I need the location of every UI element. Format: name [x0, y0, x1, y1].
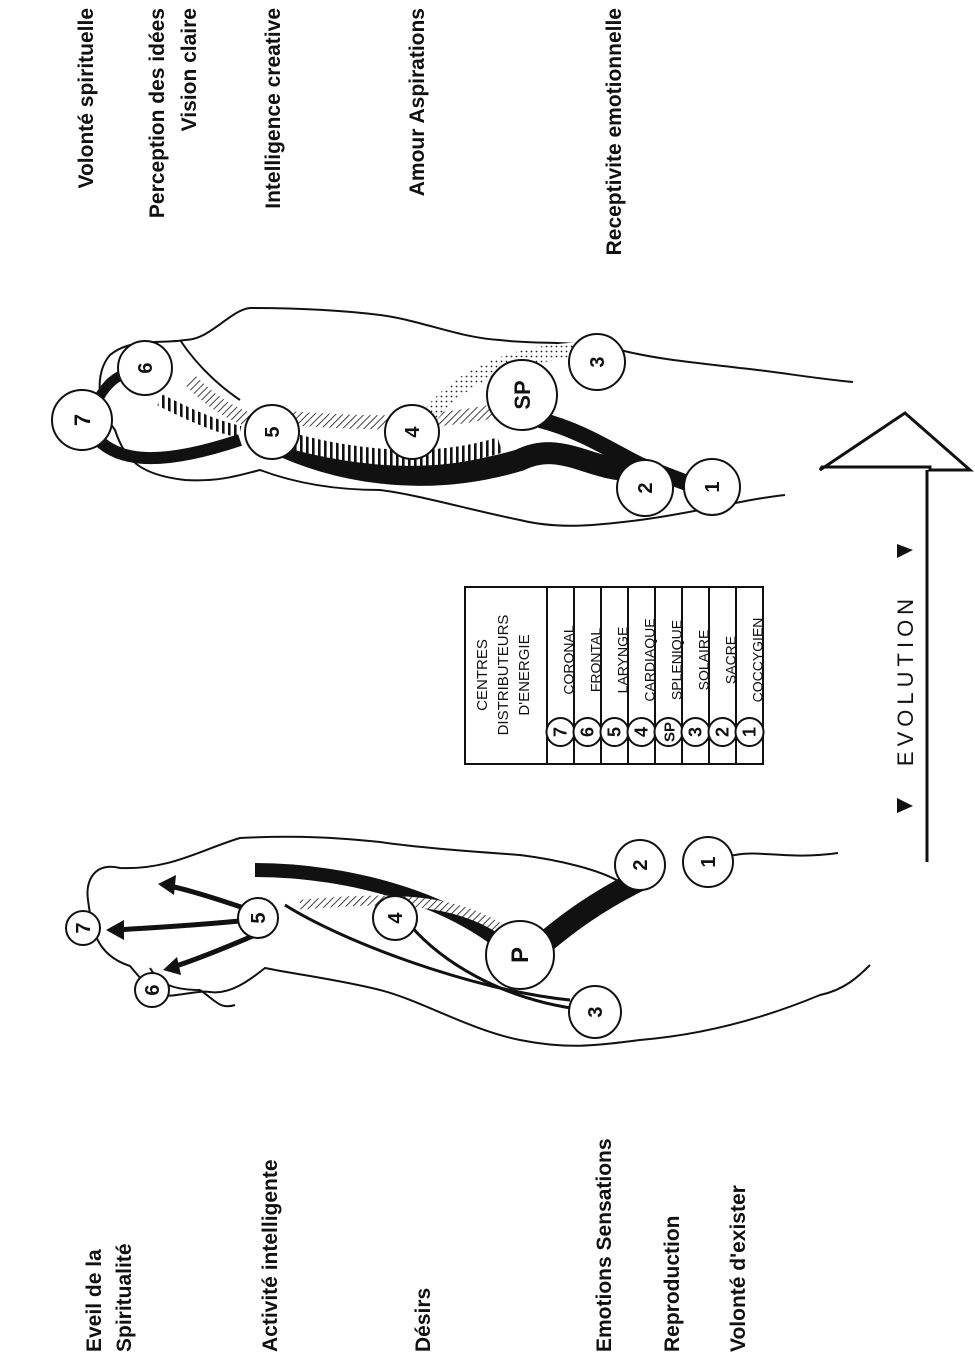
arrowhead-left-down — [163, 957, 181, 975]
chakra-right-4: 4 — [385, 405, 439, 459]
table-header-line2: DISTRIBUTEURS — [495, 615, 512, 736]
arrow-left-down — [170, 935, 255, 968]
table-badge-label: 2 — [713, 727, 733, 737]
chakra-right-1: 1 — [684, 459, 740, 515]
svg-text:P: P — [507, 947, 534, 963]
table-badge-label: SP — [662, 722, 679, 742]
svg-text:6: 6 — [135, 362, 157, 373]
svg-text:4: 4 — [385, 912, 407, 924]
label-vision: Vision claire — [178, 8, 201, 131]
table-badge-label: 5 — [605, 727, 625, 737]
figure-left-outline — [87, 837, 870, 1046]
channel-right-crown — [90, 430, 240, 458]
evolution-marker-top — [897, 544, 913, 558]
svg-text:SP: SP — [510, 380, 535, 409]
label-emotions: Emotions Sensations — [593, 1138, 616, 1352]
label-activite: Activité intelligente — [259, 1159, 282, 1352]
svg-text:5: 5 — [262, 426, 284, 437]
label-desirs: Désirs — [412, 1288, 435, 1352]
label-volonte-exister: Volonté d'exister — [727, 1185, 750, 1352]
evolution-arrow: EVOLUTION — [820, 413, 970, 862]
table-header-line1: CENTRES — [474, 639, 491, 711]
label-reproduction: Reproduction — [661, 1216, 684, 1353]
chakra-right-5: 5 — [245, 405, 299, 459]
chakra-left-7: 7 — [66, 911, 100, 945]
evolution-label: EVOLUTION — [893, 594, 918, 766]
arrow-left-up — [165, 885, 250, 910]
svg-text:2: 2 — [630, 859, 652, 870]
label-volonte-spirituelle: Volonté spirituelle — [75, 8, 98, 188]
chakra-right-sp: SP — [487, 360, 557, 430]
table-badge-label: 6 — [578, 727, 598, 737]
chakra-right-7: 7 — [52, 390, 112, 450]
table-badge-label: 4 — [632, 727, 652, 737]
label-receptivite: Receptivite emotionnelle — [603, 8, 626, 255]
chakra-left-3: 3 — [569, 986, 621, 1038]
arrowhead-left-mid — [106, 920, 124, 940]
svg-text:3: 3 — [585, 1006, 607, 1017]
chakra-left-4: 4 — [373, 896, 417, 940]
chakra-right-6: 6 — [118, 341, 172, 395]
label-perception: Perception des idées — [146, 8, 169, 218]
right-labels: Volonté spirituelle Perception des idées… — [75, 8, 626, 255]
left-labels: Eveil de la Spiritualité Activité intell… — [83, 1138, 750, 1352]
chakra-right-2: 2 — [617, 460, 673, 516]
svg-text:3: 3 — [587, 356, 609, 367]
figure-left: 7 6 5 4 P 3 2 1 — [66, 837, 870, 1046]
evolution-arrowhead — [820, 413, 970, 470]
chakra-right-3: 3 — [569, 334, 625, 390]
arrowhead-left-up — [158, 875, 176, 895]
label-eveil-line1: Eveil de la — [83, 1249, 106, 1352]
arrow-left-mid — [115, 920, 250, 930]
svg-text:5: 5 — [248, 912, 270, 923]
table-row-name: COCCYGIEN — [750, 618, 766, 703]
centres-table: CENTRES DISTRIBUTEURS D'ENERGIE 7CORONAL… — [465, 587, 766, 764]
figure-right: 7 6 5 4 SP 3 2 1 — [52, 308, 853, 526]
chakra-left-p: P — [486, 921, 554, 989]
evolution-marker-bottom — [897, 798, 913, 813]
svg-text:4: 4 — [402, 426, 424, 438]
chakra-left-1: 1 — [683, 837, 733, 887]
svg-text:7: 7 — [70, 414, 95, 426]
table-header-line3: D'ENERGIE — [516, 634, 533, 715]
chakra-left-6: 6 — [135, 973, 169, 1007]
svg-text:7: 7 — [73, 922, 95, 933]
chakra-left-2: 2 — [615, 840, 665, 890]
table-badge-label: 3 — [686, 727, 706, 737]
chakra-left-5: 5 — [238, 898, 278, 938]
label-intelligence: Intelligence creative — [262, 8, 285, 209]
label-eveil-line2: Spiritualité — [113, 1243, 136, 1352]
table-badge-label: 7 — [551, 727, 571, 737]
svg-text:2: 2 — [635, 482, 657, 493]
table-badge-label: 1 — [740, 727, 760, 737]
svg-text:6: 6 — [142, 984, 164, 995]
svg-text:1: 1 — [698, 856, 720, 867]
svg-text:1: 1 — [702, 481, 724, 492]
label-amour: Amour Aspirations — [406, 8, 429, 196]
